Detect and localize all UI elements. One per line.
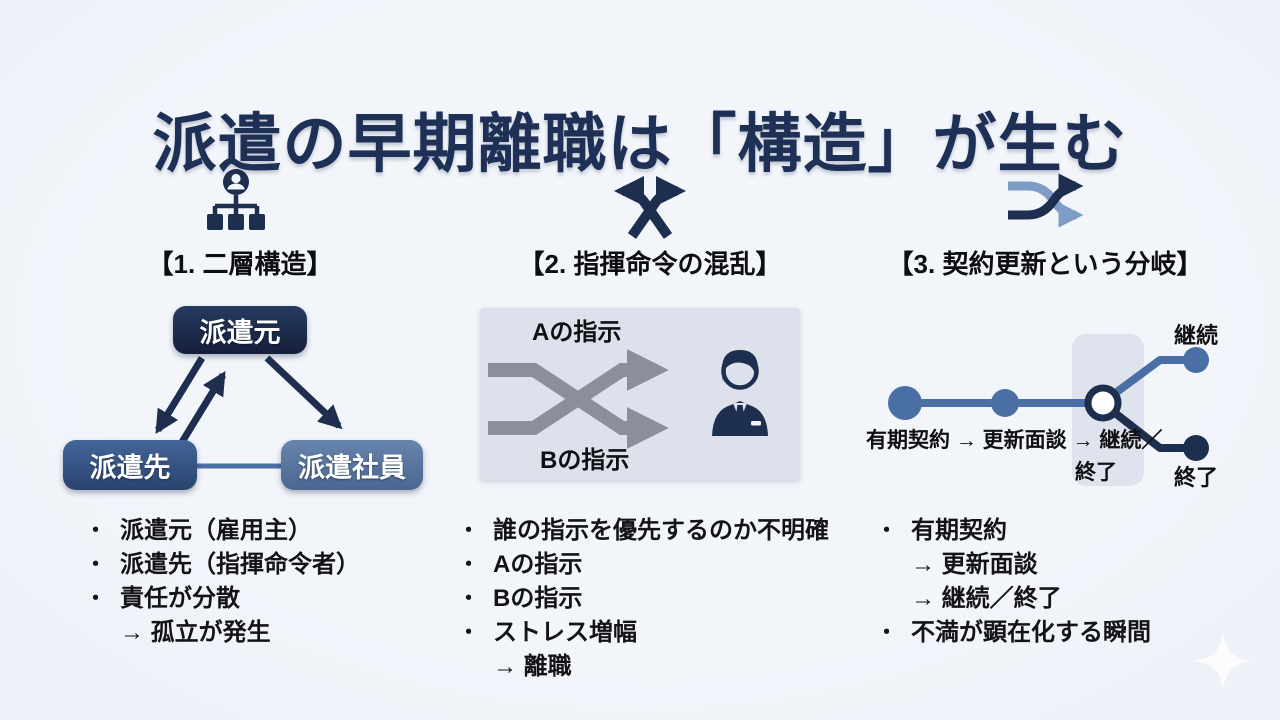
list-item: → 継続／終了	[911, 585, 1062, 612]
node-dispatch-employee: 派遣社員	[281, 440, 423, 490]
list-item: ・Bの指示	[458, 585, 583, 612]
column-2-bullet-list: ・誰の指示を優先するのか不明確 ・Aの指示 ・Bの指示 ・ストレス増幅 → 離職	[458, 514, 829, 684]
list-item: ・誰の指示を優先するのか不明確	[458, 517, 829, 544]
list-item: ・Aの指示	[458, 551, 583, 578]
column-1-bullet-list: ・派遣元（雇用主） ・派遣先（指揮命令者） ・責任が分散 → 孤立が発生	[85, 514, 360, 650]
list-item: ・不満が顕在化する瞬間	[876, 619, 1151, 646]
org-chart-icon	[205, 168, 267, 245]
list-item: ・有期契約	[876, 517, 1007, 544]
relationship-arrows	[155, 355, 343, 469]
branch-timeline	[888, 334, 1209, 486]
sparkle-icon	[1192, 630, 1254, 697]
two-layer-structure-diagram: 派遣元 派遣先 派遣社員	[55, 300, 427, 505]
crossing-arrows-icon	[602, 168, 698, 245]
instruction-a-label: Aの指示	[532, 319, 622, 346]
shuffle-icon	[1002, 168, 1094, 239]
page-title: 派遣の早期離職は「構造」が生む	[152, 107, 1128, 180]
list-item: ・派遣先（指揮命令者）	[85, 551, 360, 578]
column-3-header: 【3. 契約更新という分岐】	[887, 249, 1203, 279]
column-1-header: 【1. 二層構造】	[147, 249, 333, 279]
node-dispatch-agency: 派遣元	[173, 306, 307, 354]
column-2-header: 【2. 指揮命令の混乱】	[518, 249, 782, 279]
crossed-instruction-arrows	[488, 349, 669, 449]
branch-continue-label: 継続	[1173, 323, 1218, 348]
instruction-b-label: Bの指示	[540, 447, 630, 474]
command-confusion-panel: Aの指示 Bの指示	[480, 308, 800, 480]
list-item: → 更新面談	[911, 551, 1038, 578]
businessman-icon	[712, 350, 768, 436]
column-3-bullet-list: ・有期契約 → 更新面談 → 継続／終了 ・不満が顕在化する瞬間	[876, 514, 1151, 650]
list-item: ・責任が分散	[85, 585, 240, 612]
branch-end-label: 終了	[1173, 465, 1218, 490]
timeline-label-line2: 終了	[1075, 461, 1117, 484]
contract-renewal-branch-diagram: 継続 終了 有期契約 → 更新面談 → 継続／ 終了	[860, 312, 1260, 512]
list-item: → 孤立が発生	[120, 619, 271, 646]
list-item: ・派遣元（雇用主）	[85, 517, 312, 544]
list-item: → 離職	[493, 653, 572, 680]
node-client-company: 派遣先	[63, 440, 197, 490]
list-item: ・ストレス増幅	[458, 619, 637, 646]
timeline-label-line1: 有期契約 → 更新面談 → 継続／	[866, 429, 1163, 452]
